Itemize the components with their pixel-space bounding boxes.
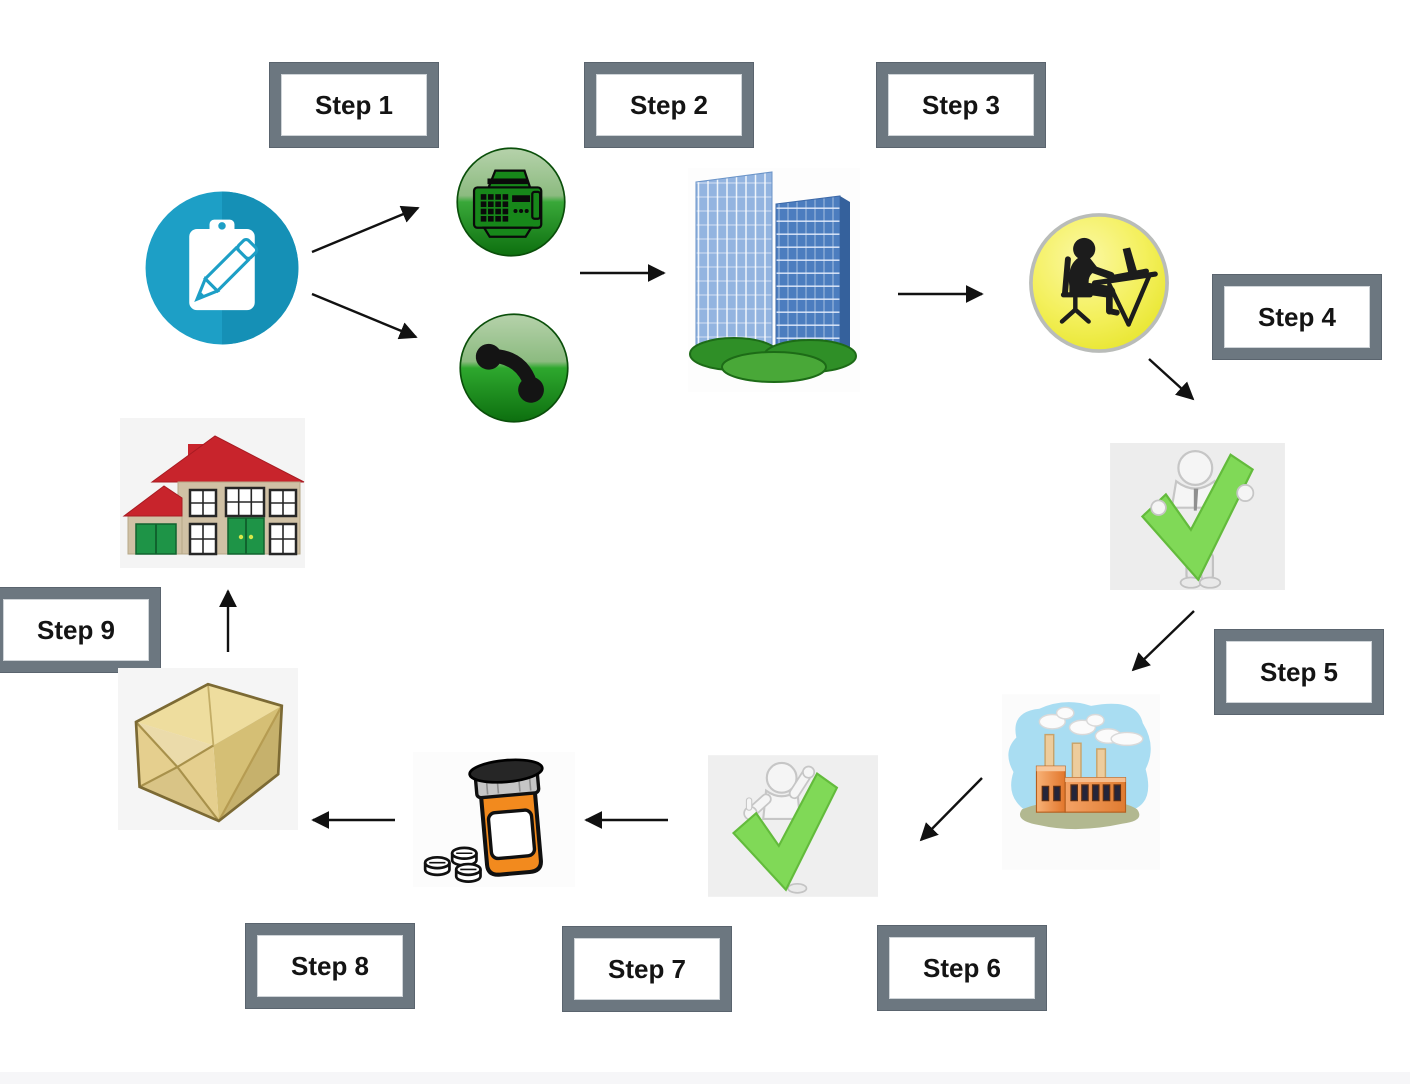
clipboard-pencil-icon: [145, 191, 299, 345]
step-8-box: Step 8: [246, 924, 414, 1008]
person-at-desk-icon: [1024, 209, 1174, 357]
pill-bottle-icon: [413, 752, 575, 887]
figure-with-checkmark-icon: [708, 755, 878, 897]
flow-arrow: [919, 777, 983, 842]
house-icon: [120, 418, 305, 568]
wrapped-package-icon: [118, 668, 298, 830]
step-6-box: Step 6: [878, 926, 1046, 1010]
step-9-label: Step 9: [36, 614, 116, 645]
office-buildings-icon: [688, 168, 860, 392]
factory-icon: [1002, 694, 1160, 870]
fax-machine-icon: [455, 146, 567, 258]
clipboard-pencil-icon: [144, 190, 300, 346]
step-3-box: Step 3: [877, 63, 1045, 147]
flow-arrow: [311, 292, 418, 340]
step-5-label: Step 5: [1259, 656, 1339, 687]
figure-with-checkmark-icon: [708, 755, 878, 897]
figure-holding-checkmark-icon: [1110, 443, 1285, 590]
pill-bottle-icon: [413, 752, 575, 887]
fax-machine-icon: [456, 147, 566, 257]
step-5-box: Step 5: [1215, 630, 1383, 714]
step-1-box: Step 1: [270, 63, 438, 147]
wrapped-package-icon: [118, 668, 298, 830]
flow-arrow: [1148, 358, 1195, 401]
step-6-label: Step 6: [922, 952, 1002, 983]
step-3-label: Step 3: [921, 89, 1001, 120]
figure-holding-checkmark-icon: [1110, 443, 1285, 590]
step-2-label: Step 2: [629, 89, 709, 120]
step-7-box: Step 7: [563, 927, 731, 1011]
footer-strip: [0, 1072, 1410, 1084]
step-4-label: Step 4: [1257, 301, 1337, 332]
factory-icon: [1002, 694, 1160, 870]
telephone-icon: [458, 312, 570, 424]
flow-arrow: [1131, 610, 1195, 672]
telephone-icon: [459, 313, 569, 423]
house-icon: [120, 418, 305, 568]
step-7-label: Step 7: [607, 953, 687, 984]
step-9-box: Step 9: [0, 588, 160, 672]
person-at-desk-icon: [1029, 213, 1169, 353]
step-8-label: Step 8: [290, 950, 370, 981]
step-4-box: Step 4: [1213, 275, 1381, 359]
flow-arrow: [311, 205, 420, 254]
office-buildings-icon: [688, 168, 860, 392]
step-2-box: Step 2: [585, 63, 753, 147]
step-1-label: Step 1: [314, 89, 394, 120]
